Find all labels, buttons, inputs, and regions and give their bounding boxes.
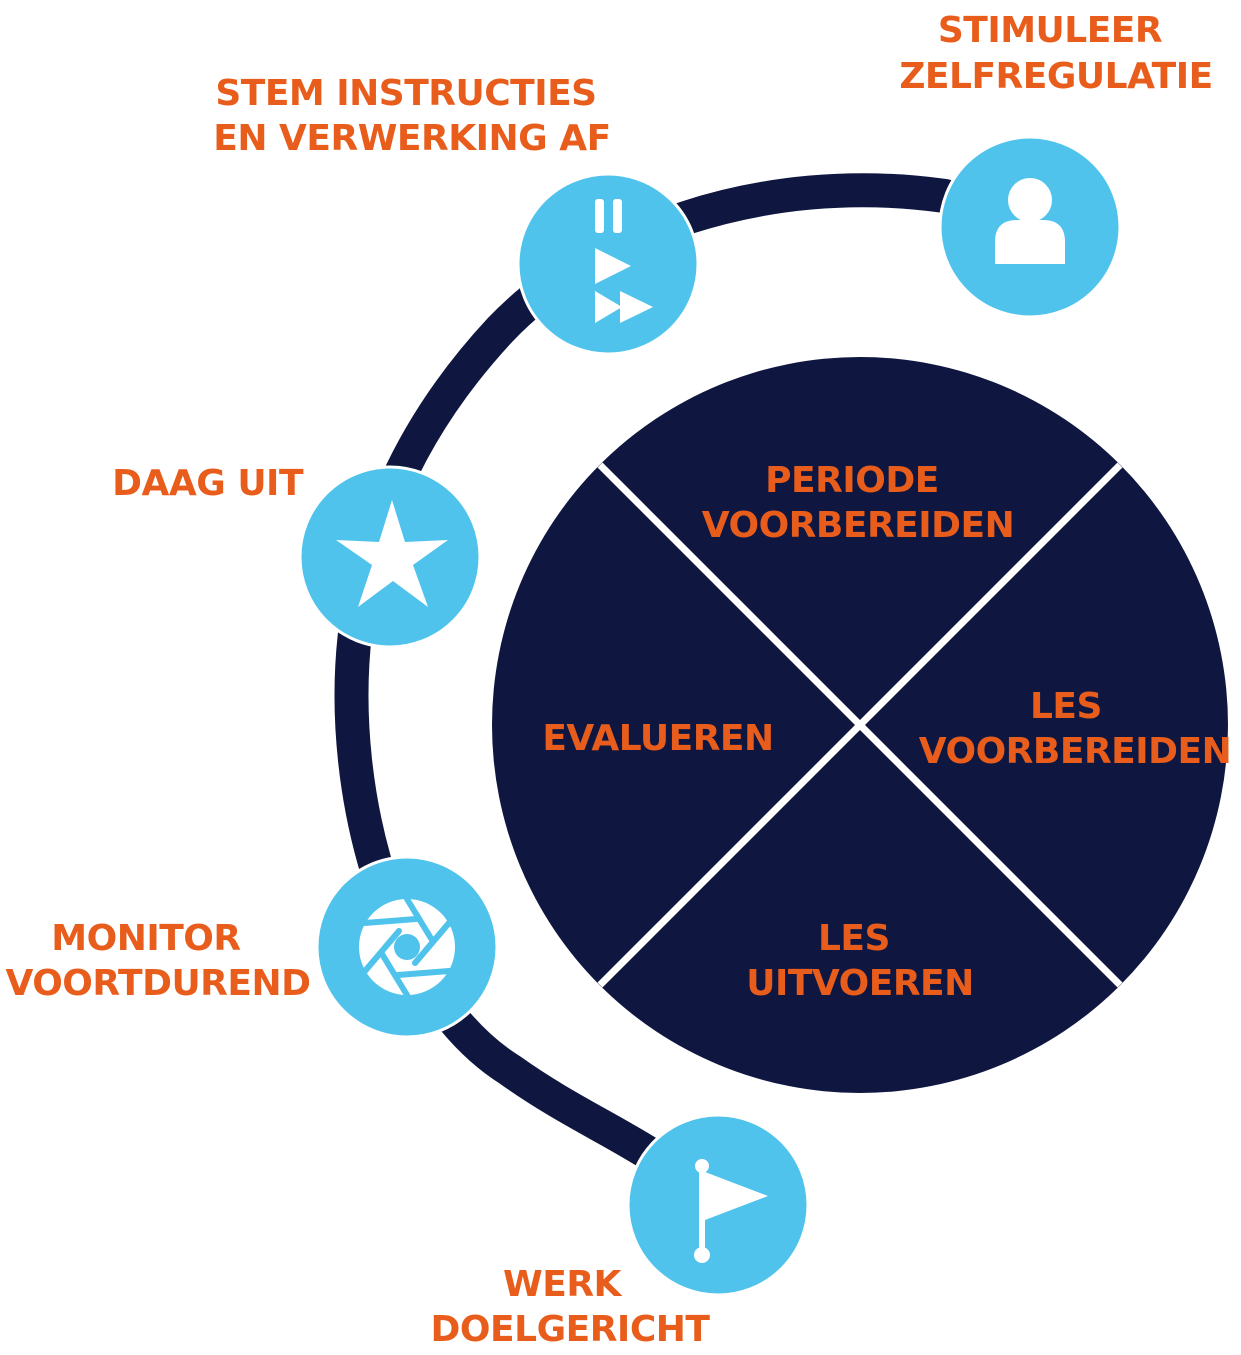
step-zelfregulatie-label: STIMULEER ZELFREGULATIE <box>899 10 1212 97</box>
quadrant-left-label: EVALUEREN <box>542 718 773 759</box>
step-daag-uit-label: DAAG UIT <box>112 463 304 504</box>
quadrant-right-label: LES VOORBEREIDEN <box>919 686 1232 772</box>
cycle-pie: PERIODE VOORBEREIDEN LES VOORBEREIDEN LE… <box>492 357 1232 1093</box>
step-instructies-label: STEM INSTRUCTIES EN VERWERKING AF <box>213 73 610 159</box>
person-icon <box>995 178 1065 264</box>
pie-divider <box>597 462 1123 988</box>
star-icon <box>336 500 448 607</box>
quadrant-top-label: PERIODE VOORBEREIDEN <box>702 460 1015 546</box>
step-doelgericht: WERK DOELGERICHT <box>431 1113 810 1350</box>
step-zelfregulatie: STIMULEER ZELFREGULATIE <box>899 10 1213 319</box>
step-monitor: MONITOR VOORTDUREND <box>5 855 499 1039</box>
flag-icon <box>694 1159 768 1263</box>
quadrant-bottom-label: LES UITVOEREN <box>746 918 974 1004</box>
step-instructies: STEM INSTRUCTIES EN VERWERKING AF <box>213 73 700 356</box>
pause-play-forward-icon <box>595 199 653 323</box>
aperture-icon <box>359 896 455 998</box>
step-doelgericht-label: WERK DOELGERICHT <box>431 1264 711 1350</box>
step-monitor-label: MONITOR VOORTDUREND <box>5 918 310 1004</box>
step-daag-uit: DAAG UIT <box>112 463 482 649</box>
